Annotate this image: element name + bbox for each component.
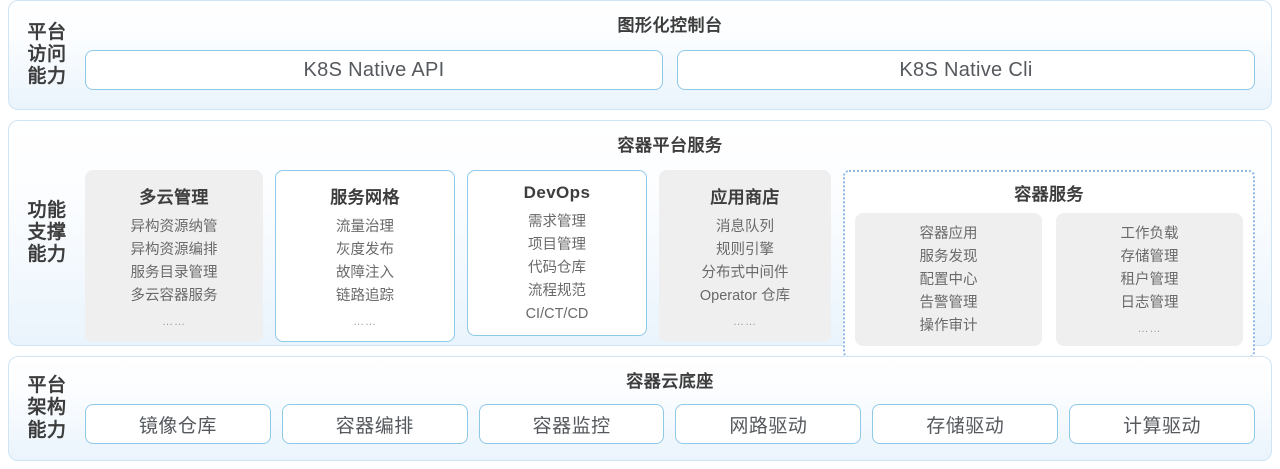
- base-box-container-monitoring[interactable]: 容器监控: [478, 404, 665, 444]
- band-label-platform-architecture: 平台 架构 能力: [27, 375, 67, 441]
- band-label-platform-access: 平台 访问 能力: [27, 21, 67, 88]
- card-item: Operator 仓库: [699, 288, 791, 305]
- card-item: 分布式中间件: [701, 265, 789, 282]
- card-group-title-container-service: 容器服务: [1014, 185, 1084, 204]
- subcard-container-service-left[interactable]: 容器应用 服务发现 配置中心 告警管理 操作审计: [855, 213, 1042, 346]
- base-box-storage-driver[interactable]: 存储驱动: [872, 404, 1059, 444]
- base-box-network-driver[interactable]: 网路驱动: [675, 404, 862, 444]
- card-group-columns: 容器应用 服务发现 配置中心 告警管理 操作审计 工作负载 存储管理: [855, 213, 1243, 346]
- card-items-service-mesh: 流量治理 灰度发布 故障注入 链路追踪 ……: [336, 216, 394, 331]
- card-item: 操作审计: [919, 318, 978, 335]
- card-title-multi-cloud-management: 多云管理: [139, 188, 209, 207]
- card-title-devops: DevOps: [523, 183, 591, 202]
- pill-k8s-native-cli[interactable]: K8S Native Cli: [677, 50, 1255, 90]
- band-platform-access: 平台 访问 能力 图形化控制台 K8S Native API K8S Nativ…: [8, 0, 1272, 110]
- band-body-platform-architecture: 容器云底座 镜像仓库 容器编排 容器监控 网路驱动 存储驱动 计算驱动: [85, 357, 1271, 460]
- card-item: 项目管理: [528, 237, 586, 254]
- card-title-service-mesh: 服务网格: [330, 188, 400, 207]
- card-items-app-store: 消息队列 规则引擎 分布式中间件 Operator 仓库 ……: [700, 216, 790, 331]
- base-box-container-orchestration[interactable]: 容器编排: [281, 404, 468, 444]
- card-app-store[interactable]: 应用商店 消息队列 规则引擎 分布式中间件 Operator 仓库 ……: [659, 170, 831, 342]
- card-item: 告警管理: [919, 295, 978, 312]
- card-item: 异构资源编排: [130, 242, 218, 259]
- card-item: 代码仓库: [528, 260, 586, 277]
- card-item: 租户管理: [1120, 272, 1179, 289]
- card-items-container-service-left: 容器应用 服务发现 配置中心 告警管理 操作审计: [920, 223, 978, 337]
- pill-row-native-interfaces: K8S Native API K8S Native Cli: [85, 50, 1255, 90]
- card-item-ellipsis: ……: [162, 316, 186, 329]
- card-item: 故障注入: [336, 265, 394, 282]
- band-body-platform-access: 图形化控制台 K8S Native API K8S Native Cli: [85, 1, 1271, 109]
- card-item-ellipsis: ……: [1137, 323, 1162, 336]
- pill-k8s-native-api[interactable]: K8S Native API: [85, 50, 663, 90]
- card-item: 需求管理: [528, 214, 586, 230]
- band-label-function-support: 功能 支撑 能力: [27, 199, 67, 266]
- card-item-ellipsis: ……: [353, 316, 377, 329]
- card-item-ellipsis: ……: [733, 316, 757, 329]
- band-title-container-platform-service: 容器平台服务: [617, 136, 723, 155]
- base-box-image-registry[interactable]: 镜像仓库: [85, 404, 271, 444]
- card-item: 多云容器服务: [130, 288, 218, 305]
- card-item: 存储管理: [1120, 249, 1179, 266]
- card-item: 服务目录管理: [130, 265, 218, 282]
- card-item: 工作负载: [1120, 226, 1179, 242]
- card-item: 灰度发布: [336, 242, 394, 259]
- card-item: CI/CT/CD: [525, 306, 589, 323]
- card-item: 配置中心: [919, 272, 978, 289]
- band-title-container-cloud-base: 容器云底座: [626, 372, 714, 391]
- card-items-container-service-right: 工作负载 存储管理 租户管理 日志管理 ……: [1121, 223, 1179, 338]
- card-item: 链路追踪: [336, 288, 394, 305]
- card-items-multi-cloud-management: 异构资源纳管 异构资源编排 服务目录管理 多云容器服务 ……: [131, 216, 218, 331]
- band-platform-architecture: 平台 架构 能力 容器云底座 镜像仓库 容器编排 容器监控 网路驱动 存储驱动 …: [8, 356, 1272, 461]
- band-title-graphical-console: 图形化控制台: [617, 16, 723, 35]
- base-box-compute-driver[interactable]: 计算驱动: [1069, 404, 1255, 444]
- subcard-container-service-right[interactable]: 工作负载 存储管理 租户管理 日志管理 ……: [1056, 213, 1243, 346]
- card-item: 流程规范: [528, 283, 586, 300]
- card-item: 规则引擎: [716, 242, 774, 259]
- card-multi-cloud-management[interactable]: 多云管理 异构资源纳管 异构资源编排 服务目录管理 多云容器服务 ……: [85, 170, 263, 342]
- card-item: 消息队列: [716, 219, 774, 235]
- band-body-function-support: 容器平台服务 多云管理 异构资源纳管 异构资源编排 服务目录管理 多云容器服务 …: [85, 121, 1271, 358]
- card-group-container-service[interactable]: 容器服务 容器应用 服务发现 配置中心 告警管理 操作审计: [843, 170, 1255, 358]
- card-item: 流量治理: [336, 219, 394, 235]
- cards-row-platform-services: 多云管理 异构资源纳管 异构资源编排 服务目录管理 多云容器服务 …… 服务网格…: [85, 170, 1255, 358]
- base-row-infrastructure: 镜像仓库 容器编排 容器监控 网路驱动 存储驱动 计算驱动: [85, 404, 1255, 444]
- card-devops[interactable]: DevOps 需求管理 项目管理 代码仓库 流程规范 CI/CT/CD: [467, 170, 647, 337]
- band-function-support: 功能 支撑 能力 容器平台服务 多云管理 异构资源纳管 异构资源编排 服务目录管…: [8, 120, 1272, 358]
- card-item: 日志管理: [1120, 295, 1179, 312]
- card-item: 异构资源纳管: [130, 219, 218, 235]
- card-title-app-store: 应用商店: [710, 188, 780, 207]
- card-item: 服务发现: [919, 249, 978, 266]
- card-items-devops: 需求管理 项目管理 代码仓库 流程规范 CI/CT/CD: [526, 211, 589, 325]
- card-service-mesh[interactable]: 服务网格 流量治理 灰度发布 故障注入 链路追踪 ……: [275, 170, 455, 342]
- card-item: 容器应用: [919, 226, 978, 242]
